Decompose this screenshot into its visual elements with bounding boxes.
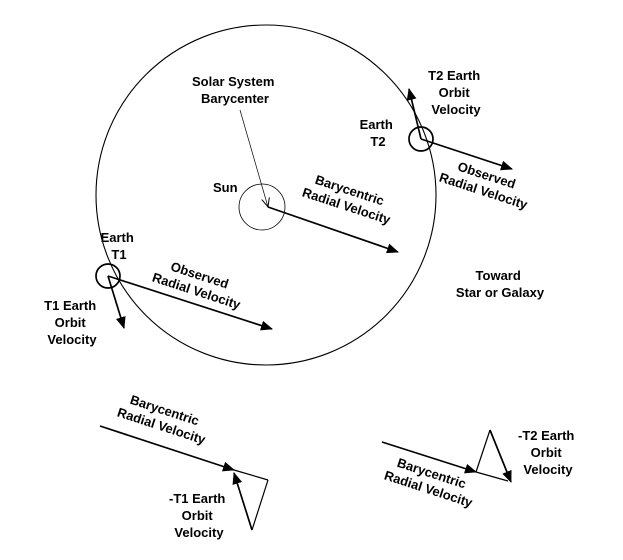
earth-t2-label: Earth T2 bbox=[360, 117, 397, 149]
vecsum-left-observed-line bbox=[233, 469, 269, 481]
barycenter-pointer bbox=[239, 109, 268, 207]
t1-orbit-velocity-arrow bbox=[107, 275, 126, 329]
neg-t1-orbit-velocity-label: -T1 Earth Orbit Velocity bbox=[169, 491, 229, 540]
vecsum-right-barycentric-label: Barycentric Radial Velocity bbox=[382, 452, 480, 510]
earth-orbit-circle bbox=[95, 24, 437, 366]
barycentric-radial-velocity-arrow bbox=[267, 206, 399, 254]
vecsum-left-barycentric-label: Barycentric Radial Velocity bbox=[115, 389, 213, 447]
neg-t2-orbit-velocity-arrow bbox=[489, 429, 512, 483]
t2-orbit-velocity-arrow bbox=[406, 88, 422, 140]
neg-t1-orbit-velocity-arrow bbox=[232, 472, 253, 531]
vecsum-right-closing-line bbox=[475, 429, 491, 473]
t2-orbit-velocity-label: T2 Earth Orbit Velocity bbox=[428, 68, 484, 117]
observed-radial-velocity-t1-label: Observed Radial Velocity bbox=[150, 254, 248, 312]
earth-t2-circle bbox=[408, 126, 434, 152]
earth-t1-circle bbox=[95, 263, 121, 289]
t1-orbit-velocity-label: T1 Earth Orbit Velocity bbox=[44, 298, 100, 347]
sun-circle bbox=[238, 183, 286, 231]
vecsum-left-closing-line bbox=[251, 479, 269, 531]
observed-radial-velocity-t2-label: Observed Radial Velocity bbox=[437, 154, 535, 212]
vecsum-right-barycentric-arrow bbox=[381, 441, 477, 474]
barycentric-radial-velocity-label: Barycentric Radial Velocity bbox=[300, 169, 398, 227]
vecsum-right-observed-line bbox=[475, 471, 509, 482]
earth-t1-label: Earth T1 bbox=[101, 230, 138, 262]
observed-radial-velocity-t2-arrow bbox=[420, 138, 513, 171]
vecsum-left-barycentric-arrow bbox=[99, 425, 235, 472]
barycenter-label: Solar System Barycenter bbox=[192, 74, 278, 106]
sun-label: Sun bbox=[213, 180, 238, 195]
toward-star-label: Toward Star or Galaxy bbox=[456, 268, 545, 300]
observed-radial-velocity-t1-arrow bbox=[107, 275, 273, 331]
neg-t2-orbit-velocity-label: -T2 Earth Orbit Velocity bbox=[518, 428, 578, 477]
